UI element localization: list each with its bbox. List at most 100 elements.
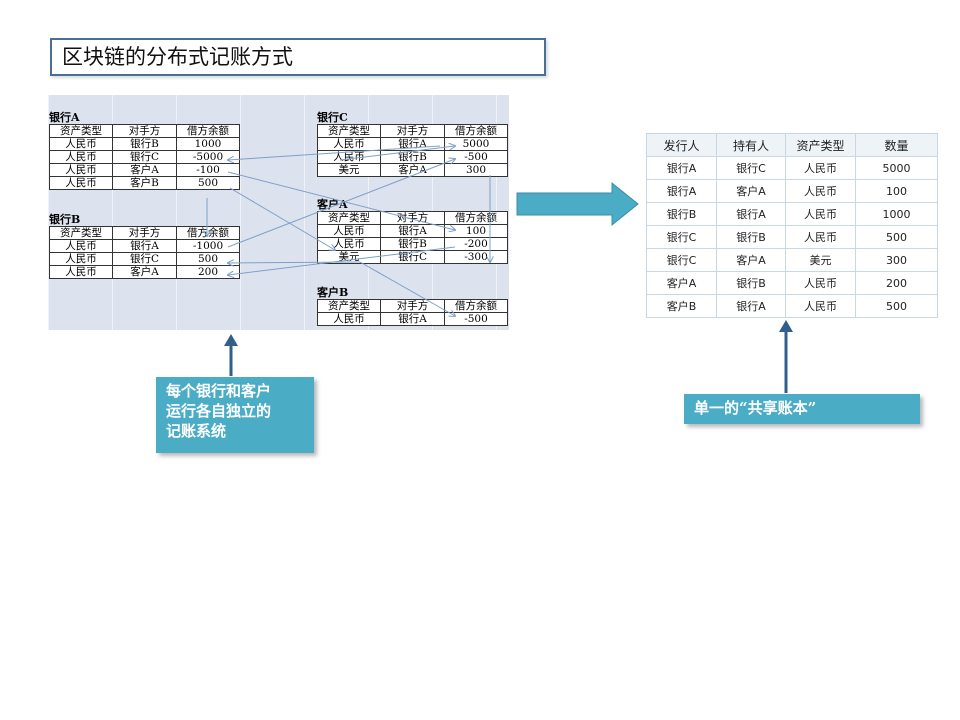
table-cell: 客户A	[646, 271, 717, 295]
arrow-right-icon	[516, 181, 639, 227]
table-cell: -100	[176, 163, 240, 177]
table-cell: 人民币	[785, 271, 856, 295]
table-cell: 人民币	[49, 252, 113, 266]
table-cell: 人民币	[785, 225, 856, 249]
table-cell: 5000	[855, 156, 938, 180]
table-cell: 银行B	[112, 137, 177, 151]
ledger-name: 银行C	[317, 111, 348, 124]
table-cell: 客户B	[646, 294, 717, 318]
table-cell: 银行B	[716, 271, 786, 295]
table-cell: 人民币	[317, 312, 381, 326]
table-cell: 银行B	[716, 225, 786, 249]
header-cell: 借方余额	[444, 211, 508, 225]
table-cell: 银行A	[380, 137, 445, 151]
callout-shared-ledger: 单一的“共享账本”	[684, 394, 920, 424]
table-cell: 人民币	[49, 137, 113, 151]
table-cell: 银行B	[380, 237, 445, 251]
table-row: 人民币 银行A 5000	[317, 137, 508, 151]
ledger-bank-a: 银行A 资产类型 对手方 借方余额 人民币 银行B 1000 人民币 银行C -…	[49, 111, 240, 190]
table-cell: 人民币	[317, 137, 381, 151]
table-cell: 客户A	[112, 265, 177, 279]
table-cell: -500	[444, 150, 508, 164]
callout-line: 记账系统	[166, 422, 227, 440]
table-row: 银行B 银行A 人民币 1000	[646, 202, 938, 226]
header-cell: 持有人	[716, 133, 786, 157]
header-cell: 资产类型	[317, 299, 381, 313]
table-cell: 500	[855, 294, 938, 318]
table-cell: 300	[855, 248, 938, 272]
table-cell: -1000	[176, 239, 240, 253]
table-cell: 美元	[317, 250, 381, 264]
table-cell: -300	[444, 250, 508, 264]
table-cell: 500	[176, 252, 240, 266]
table-row: 客户A 银行B 人民币 200	[646, 271, 938, 295]
table-cell: 100	[855, 179, 938, 203]
table-cell: 银行A	[646, 179, 717, 203]
table-cell: 人民币	[785, 294, 856, 318]
table-cell: 银行A	[716, 294, 786, 318]
table-row: 人民币 银行B 1000	[49, 137, 240, 151]
ledger-name: 银行B	[49, 213, 81, 226]
table-cell: 客户B	[112, 176, 177, 190]
table-cell: 5000	[444, 137, 508, 151]
table-cell: 银行C	[646, 225, 717, 249]
table-cell: 美元	[785, 248, 856, 272]
header-cell: 资产类型	[785, 133, 856, 157]
table-cell: -5000	[176, 150, 240, 164]
table-cell: 客户A	[112, 163, 177, 177]
ledger-name: 客户A	[317, 198, 348, 211]
table-header-row: 资产类型 对手方 借方余额	[317, 211, 508, 225]
table-cell: 500	[176, 176, 240, 190]
table-cell: 人民币	[49, 265, 113, 279]
table-row: 银行A 银行C 人民币 5000	[646, 156, 938, 180]
header-cell: 数量	[855, 133, 938, 157]
table-cell: 银行C	[112, 252, 177, 266]
page-title: 区块链的分布式记账方式	[50, 38, 546, 76]
header-cell: 借方余额	[444, 299, 508, 313]
table-cell: 客户A	[380, 163, 445, 177]
table-row: 人民币 银行A -500	[317, 312, 508, 326]
header-cell: 借方余额	[176, 226, 240, 240]
header-cell: 对手方	[380, 299, 445, 313]
callout-line: 运行各自独立的	[166, 402, 272, 420]
ledger-table: 资产类型 对手方 借方余额 人民币 银行B 1000 人民币 银行C -5000…	[49, 124, 240, 190]
table-cell: 银行B	[646, 202, 717, 226]
table-row: 银行C 银行B 人民币 500	[646, 225, 938, 249]
table-header-row: 资产类型 对手方 借方余额	[49, 226, 240, 240]
table-header-row: 资产类型 对手方 借方余额	[49, 124, 240, 138]
ledger-bank-b: 银行B 资产类型 对手方 借方余额 人民币 银行A -1000 人民币 银行C …	[49, 213, 240, 279]
table-row: 人民币 客户A -100	[49, 163, 240, 177]
table-cell: 人民币	[317, 150, 381, 164]
table-cell: 银行C	[380, 250, 445, 264]
header-cell: 借方余额	[176, 124, 240, 138]
header-cell: 资产类型	[317, 124, 381, 138]
header-cell: 对手方	[112, 124, 177, 138]
table-row: 人民币 银行B -500	[317, 150, 508, 164]
table-cell: -500	[444, 312, 508, 326]
callout-line: 每个银行和客户	[166, 382, 272, 400]
table-cell: 银行C	[646, 248, 717, 272]
ledger-table: 资产类型 对手方 借方余额 人民币 银行A -500	[317, 299, 508, 326]
header-cell: 对手方	[380, 124, 445, 138]
table-cell: 500	[855, 225, 938, 249]
arrow-up-icon	[779, 320, 793, 393]
table-cell: 银行B	[380, 150, 445, 164]
ledger-table: 资产类型 对手方 借方余额 人民币 银行A 100 人民币 银行B -200 美…	[317, 211, 508, 264]
header-cell: 发行人	[646, 133, 717, 157]
table-row: 人民币 银行C 500	[49, 252, 240, 266]
table-row: 美元 客户A 300	[317, 163, 508, 177]
table-row: 人民币 银行A 100	[317, 224, 508, 238]
table-cell: 银行A	[716, 202, 786, 226]
table-row: 人民币 银行B -200	[317, 237, 508, 251]
table-header-row: 发行人 持有人 资产类型 数量	[646, 133, 938, 157]
header-cell: 对手方	[380, 211, 445, 225]
header-cell: 资产类型	[49, 226, 113, 240]
table-row: 美元 银行C -300	[317, 250, 508, 264]
table-cell: 300	[444, 163, 508, 177]
table-row: 客户B 银行A 人民币 500	[646, 294, 938, 318]
table-cell: 人民币	[49, 239, 113, 253]
table-cell: 人民币	[785, 179, 856, 203]
table-cell: 人民币	[49, 163, 113, 177]
ledger-table: 资产类型 对手方 借方余额 人民币 银行A -1000 人民币 银行C 500 …	[49, 226, 240, 279]
table-cell: 100	[444, 224, 508, 238]
